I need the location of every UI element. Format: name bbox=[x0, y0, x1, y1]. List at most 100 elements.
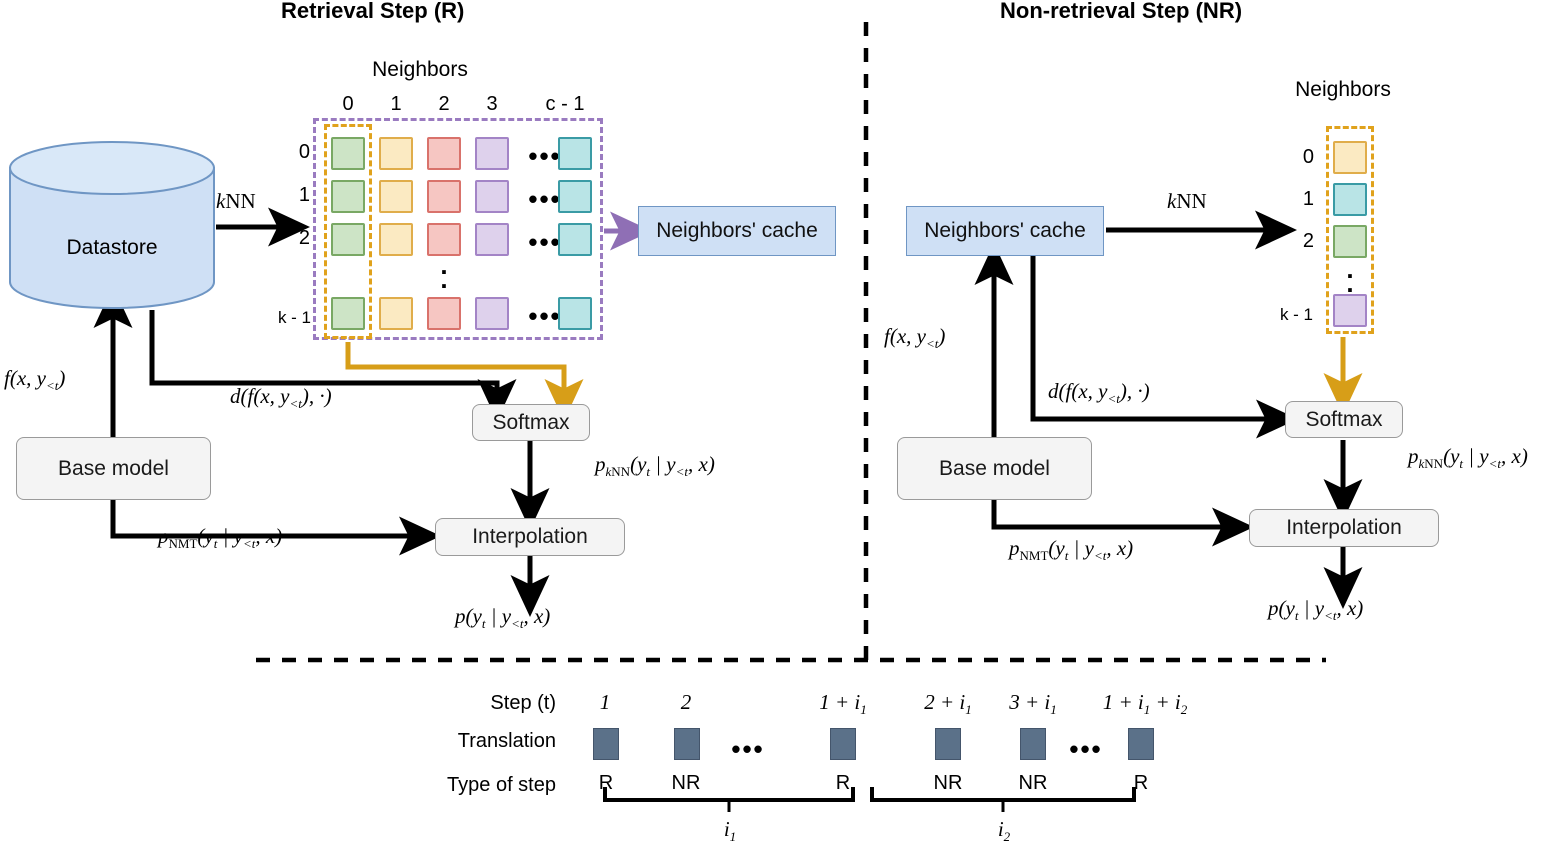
grid-cell bbox=[427, 180, 461, 213]
arrow-pnmt-right bbox=[991, 500, 1254, 547]
neighbor-cell bbox=[1333, 183, 1367, 216]
f-label-left: f(x, y<t) bbox=[4, 366, 66, 394]
timeline-type-3: R bbox=[835, 772, 851, 794]
neighbors-cache-box-left[interactable]: Neighbors' cache bbox=[638, 206, 836, 256]
timeline-step-2: 2 bbox=[680, 690, 692, 714]
translation-token bbox=[674, 728, 700, 760]
datastore-label: Datastore bbox=[66, 236, 158, 259]
timeline-step-3: 1 + i1 bbox=[819, 690, 867, 718]
timeline-step-1: 1 bbox=[599, 690, 611, 714]
grid-cell bbox=[558, 137, 592, 170]
f-label-right: f(x, y<t) bbox=[884, 324, 946, 352]
interpolation-label-left: Interpolation bbox=[472, 525, 588, 548]
d-label-right: d(f(x, y<t), ·) bbox=[1048, 379, 1150, 407]
grid-cell bbox=[427, 223, 461, 256]
base-model-box-left[interactable]: Base model bbox=[16, 437, 211, 500]
neighbor-row-header-0: 0 bbox=[1302, 146, 1314, 168]
timeline-row-label-translation: Translation bbox=[457, 730, 556, 752]
softmax-label-left: Softmax bbox=[492, 410, 570, 434]
softmax-box-left[interactable]: Softmax bbox=[472, 404, 590, 441]
grid-row-header-k: k - 1 bbox=[277, 308, 311, 327]
neighbors-cache-label-left: Neighbors' cache bbox=[656, 219, 818, 242]
softmax-label-right: Softmax bbox=[1305, 407, 1383, 431]
grid-cell bbox=[379, 137, 413, 170]
grid-cell bbox=[475, 297, 509, 330]
grid-col-header-3: 3 bbox=[486, 93, 498, 115]
grid-cell bbox=[331, 137, 365, 170]
column-highlight-right bbox=[1326, 126, 1374, 334]
translation-token bbox=[935, 728, 961, 760]
grid-col-header-2: 2 bbox=[438, 93, 450, 115]
timeline-type-1: R bbox=[598, 772, 614, 794]
timeline-type-2: NR bbox=[671, 772, 701, 794]
right-panel-title: Non-retrieval Step (NR) bbox=[1000, 0, 1243, 23]
translation-token bbox=[830, 728, 856, 760]
timeline-row-label-type: Type of step bbox=[447, 774, 556, 796]
neighbors-title-left: Neighbors bbox=[372, 58, 468, 81]
grid-cell bbox=[427, 297, 461, 330]
grid-row-ellipsis: ••• bbox=[528, 141, 562, 171]
neighbors-cache-label-right: Neighbors' cache bbox=[924, 219, 1086, 242]
arrow-d-left bbox=[149, 310, 517, 421]
grid-row-header-0: 0 bbox=[298, 141, 310, 163]
grid-col-header-c: c - 1 bbox=[545, 93, 585, 115]
grid-cell bbox=[379, 297, 413, 330]
base-model-label-right: Base model bbox=[939, 456, 1050, 480]
column-highlight-left bbox=[324, 124, 372, 339]
timeline-step-6: 1 + i1 + i2 bbox=[1102, 690, 1188, 718]
translation-token bbox=[1128, 728, 1154, 760]
base-model-label-left: Base model bbox=[58, 456, 169, 480]
grid-outline-left bbox=[313, 118, 603, 340]
grid-row-ellipsis: ••• bbox=[528, 184, 562, 214]
p-out-label-left: p(yt | y<t, x) bbox=[455, 604, 551, 632]
bracket-i1 bbox=[603, 787, 855, 802]
neighbor-cell bbox=[1333, 225, 1367, 258]
neighbors-title-right: Neighbors bbox=[1295, 78, 1391, 101]
neighbor-row-header-1: 1 bbox=[1302, 188, 1314, 210]
translation-ellipsis: ••• bbox=[1069, 734, 1103, 764]
left-panel-title: Retrieval Step (R) bbox=[281, 0, 465, 23]
interpolation-box-right[interactable]: Interpolation bbox=[1249, 509, 1439, 547]
grid-cell bbox=[558, 180, 592, 213]
p-knn-label-right: pkNN(yt | y<t, x) bbox=[1408, 444, 1528, 472]
interpolation-label-right: Interpolation bbox=[1286, 516, 1402, 539]
grid-cell bbox=[331, 180, 365, 213]
arrow-pnmt-left bbox=[110, 500, 441, 556]
knn-label-right: kNN bbox=[1167, 189, 1207, 213]
grid-cell bbox=[475, 180, 509, 213]
p-nmt-label-left: pNMT(yt | y<t, x) bbox=[158, 524, 283, 552]
interpolation-box-left[interactable]: Interpolation bbox=[435, 518, 625, 556]
p-nmt-label-right: pNMT(yt | y<t, x) bbox=[1009, 536, 1134, 564]
p-out-label-right: p(yt | y<t, x) bbox=[1268, 596, 1364, 624]
grid-cell bbox=[331, 297, 365, 330]
d-label-left: d(f(x, y<t), ·) bbox=[230, 384, 332, 412]
timeline-row-label-step: Step (t) bbox=[416, 692, 556, 715]
grid-row-ellipsis: ••• bbox=[528, 301, 562, 331]
translation-ellipsis: ••• bbox=[731, 734, 765, 764]
timeline-type-6: R bbox=[1133, 772, 1149, 794]
grid-cell bbox=[558, 297, 592, 330]
knn-label-left: kNN bbox=[216, 189, 256, 213]
translation-token bbox=[1020, 728, 1046, 760]
neighbor-cell bbox=[1333, 141, 1367, 174]
grid-row-header-2: 2 bbox=[298, 227, 310, 249]
neighbor-row-header-k: k - 1 bbox=[1279, 305, 1313, 324]
arrow-gold-left bbox=[345, 342, 584, 421]
grid-cell bbox=[331, 223, 365, 256]
timeline-step-4: 2 + i1 bbox=[924, 690, 972, 718]
bracket-label-i2: i2 bbox=[997, 817, 1011, 845]
grid-row-ellipsis: ••• bbox=[528, 227, 562, 257]
grid-cell bbox=[475, 137, 509, 170]
grid-cell bbox=[558, 223, 592, 256]
grid-row-header-1: 1 bbox=[298, 184, 310, 206]
grid-cell bbox=[379, 223, 413, 256]
timeline-step-label-text: Step (t) bbox=[490, 692, 556, 714]
grid-col-header-1: 1 bbox=[390, 93, 402, 115]
softmax-box-right[interactable]: Softmax bbox=[1285, 401, 1403, 438]
grid-cell bbox=[427, 137, 461, 170]
base-model-box-right[interactable]: Base model bbox=[897, 437, 1092, 500]
neighbors-cache-box-right[interactable]: Neighbors' cache bbox=[906, 206, 1104, 256]
grid-col-ellipsis: ... bbox=[440, 250, 448, 309]
